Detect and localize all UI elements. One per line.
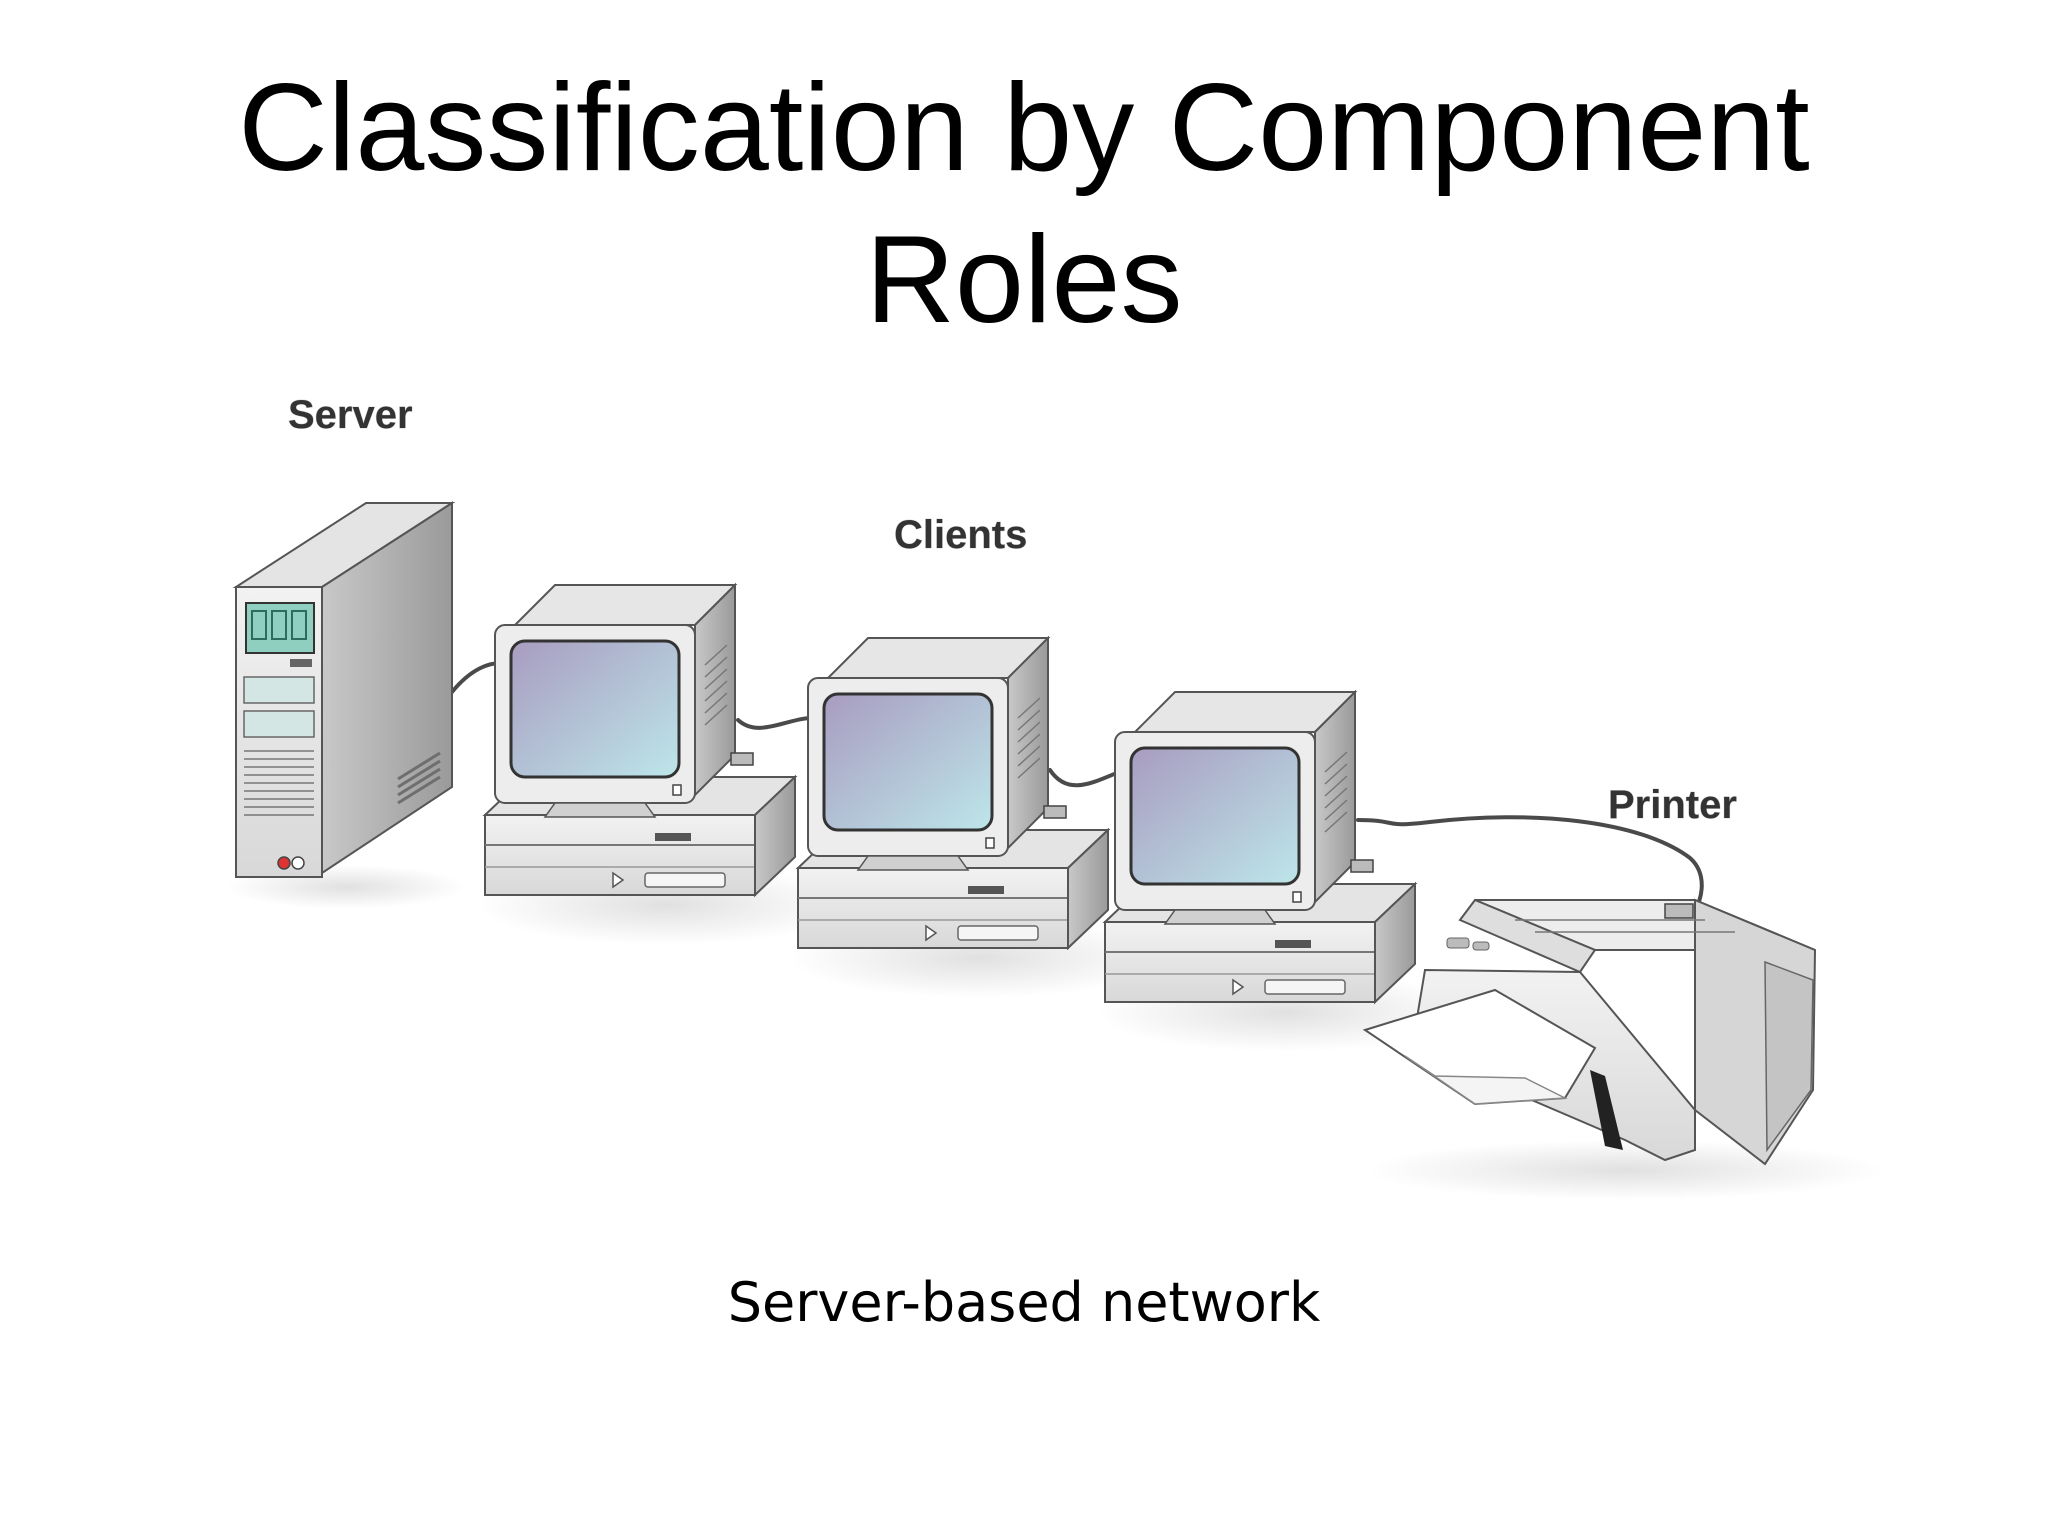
slide-title-line-1: Classification by Component: [238, 59, 1810, 197]
cable-client3-printer: [1356, 815, 1704, 914]
slide-title-line-2: Roles: [865, 211, 1183, 349]
client-computer-3: [1093, 690, 1477, 1054]
server-label: Server: [288, 393, 413, 437]
clients-label: Clients: [894, 513, 1027, 557]
slide-title: Classification by Component Roles: [0, 52, 2048, 356]
printer-label: Printer: [1608, 783, 1737, 827]
server-tower: [226, 501, 466, 909]
diagram-caption: Server-based network: [727, 1271, 1321, 1334]
printer: [1362, 898, 1885, 1200]
cable-client2-client3: [1048, 768, 1127, 788]
